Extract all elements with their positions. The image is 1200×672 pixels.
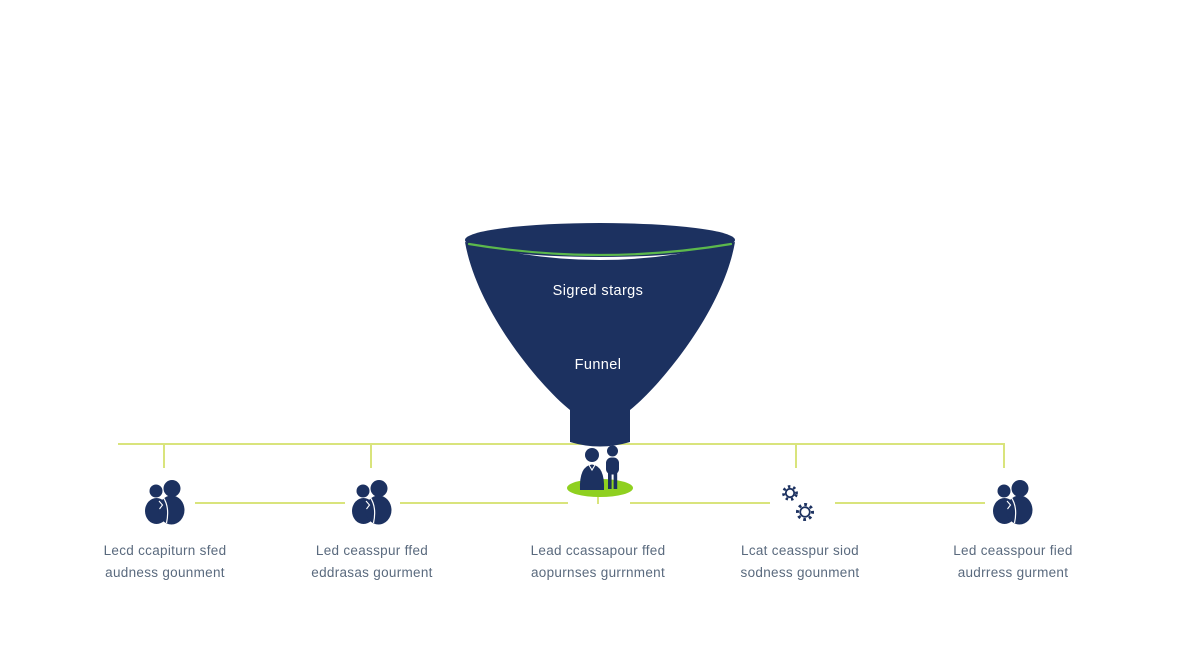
funnel-shape bbox=[465, 223, 735, 447]
stage-label-line2: audrress gurment bbox=[957, 564, 1069, 580]
funnel-stage-text: Sigred stargs bbox=[552, 283, 644, 299]
people-group-icon bbox=[145, 480, 185, 525]
connector-tick-stage5 bbox=[1003, 443, 1005, 468]
stage-label-line2: aopurnses gurrnment bbox=[530, 564, 666, 580]
people-standing-pair-icon bbox=[567, 445, 633, 497]
stage-label-1: Lecd ccapiturn sfed audness gounment bbox=[50, 540, 280, 583]
stage-label-3: Lead ccassapour ffed aopurnses gurrnment bbox=[483, 540, 713, 583]
stage-label-line2: audness gounment bbox=[105, 564, 225, 580]
connector-tick-stage2 bbox=[370, 443, 372, 468]
gears-icon bbox=[782, 485, 814, 521]
bottom-connector-segment-4 bbox=[835, 502, 985, 504]
connector-tick-stage1 bbox=[163, 443, 165, 468]
stage-label-line1: Lead ccassapour ffed bbox=[530, 543, 666, 558]
stage-label-line1: Lecd ccapiturn sfed bbox=[103, 543, 227, 558]
stage-label-line2: sodness gounment bbox=[740, 564, 860, 580]
stage-label-5: Led ceasspour fied audrress gurment bbox=[898, 540, 1128, 583]
connector-tick-stage4 bbox=[795, 443, 797, 468]
stage-label-line1: Lcat ceasspur siod bbox=[741, 543, 859, 558]
bottom-connector-segment-1 bbox=[195, 502, 345, 504]
top-connector-line bbox=[118, 443, 1005, 445]
people-group-icon bbox=[352, 480, 392, 525]
stage-label-2: Led ceasspur ffed eddrasas gourment bbox=[257, 540, 487, 583]
bottom-connector-segment-2 bbox=[400, 502, 568, 504]
bottom-connector-segment-3 bbox=[630, 502, 770, 504]
stage-label-line1: Led ceasspour fied bbox=[953, 543, 1073, 558]
stage-label-line2: eddrasas gourment bbox=[311, 564, 433, 580]
funnel-rim bbox=[465, 223, 735, 257]
funnel-body bbox=[465, 242, 735, 447]
stage-label-4: Lcat ceasspur siod sodness gounment bbox=[685, 540, 915, 583]
center-connector-stub bbox=[597, 494, 599, 504]
people-group-icon bbox=[993, 480, 1033, 525]
funnel-rim-green-line bbox=[467, 242, 733, 257]
funnel-title-text: Funnel bbox=[574, 357, 622, 373]
stage-label-line1: Led ceasspur ffed bbox=[315, 543, 429, 558]
